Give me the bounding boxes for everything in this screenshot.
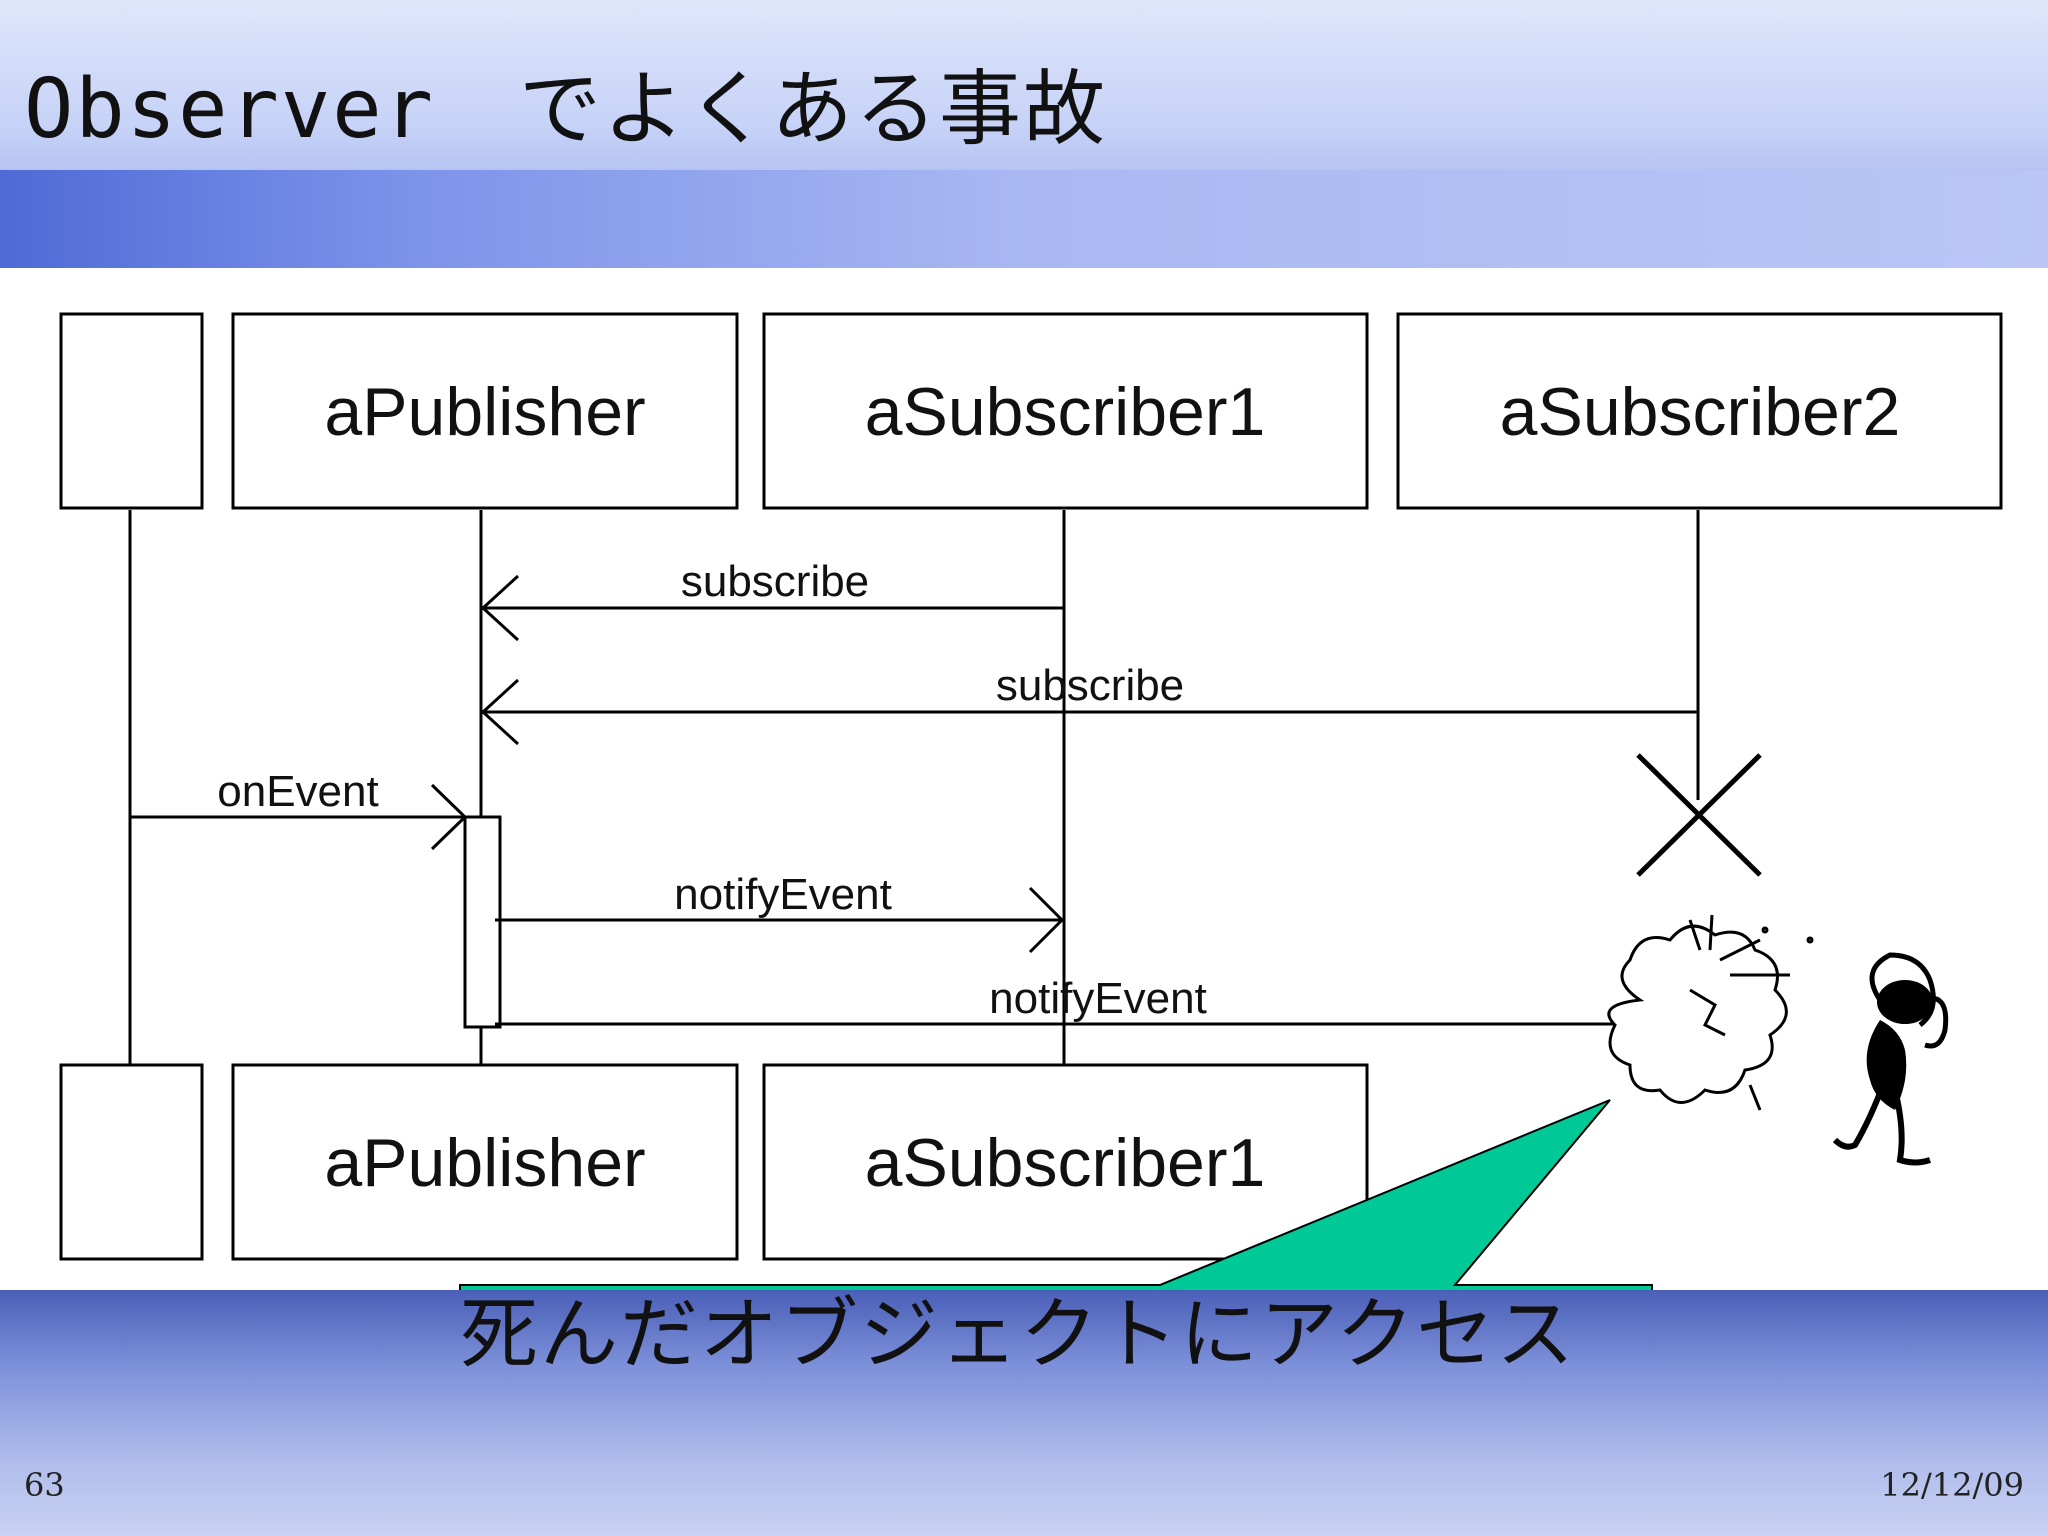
page-number: 63 — [24, 1466, 65, 1504]
message-label: subscribe — [681, 557, 869, 606]
slide-date: 12/12/09 — [1880, 1466, 2024, 1504]
lifeline-box-subscriber1-top: aSubscriber1 — [762, 312, 1369, 510]
message-label: onEvent — [217, 767, 378, 816]
callout-bubble — [459, 1099, 1653, 1290]
lifeline-label: aPublisher — [324, 374, 645, 450]
message-notify-1: notifyEvent — [495, 870, 1065, 954]
slide-title: Observer でよくある事故 — [24, 62, 1107, 157]
message-subscribe-2: subscribe — [480, 661, 1698, 746]
background-band — [0, 170, 2048, 270]
explosion-icon — [1607, 914, 1814, 1111]
background-bottom — [0, 1290, 2048, 1536]
lifeline-box-subscriber2-top: aSubscriber2 — [1396, 312, 2003, 510]
startled-person-icon — [1832, 952, 1949, 1166]
lifeline-label: aPublisher — [324, 1125, 645, 1201]
publisher-activation — [463, 815, 502, 1029]
message-label: subscribe — [996, 661, 1184, 710]
lifeline-box-actor-top — [59, 312, 204, 510]
lifeline-label: aSubscriber2 — [1500, 374, 1901, 450]
message-notify-2: notifyEvent — [495, 974, 1630, 1026]
lifeline-box-publisher-bottom: aPublisher — [231, 1063, 739, 1261]
message-subscribe-1: subscribe — [480, 557, 1064, 642]
callout-text: 死んだオブジェクトにアクセス — [460, 1290, 1577, 1380]
sequence-diagram-svg: aPublisher aSubscriber1 aSubscriber2 sub… — [59, 312, 2003, 1290]
lifeline-box-publisher-top: aPublisher — [231, 312, 739, 510]
message-label: notifyEvent — [989, 974, 1207, 1023]
destroy-marker — [1636, 753, 1762, 877]
message-label: notifyEvent — [674, 870, 892, 919]
lifeline-box-actor-bottom — [59, 1063, 204, 1261]
lifeline-box-subscriber1-bottom: aSubscriber1 — [762, 1063, 1369, 1261]
lifeline-label: aSubscriber1 — [865, 374, 1266, 450]
message-onevent: onEvent — [130, 767, 468, 851]
sequence-diagram: aPublisher aSubscriber1 aSubscriber2 sub… — [0, 268, 2048, 1290]
lifeline-label: aSubscriber1 — [865, 1125, 1266, 1201]
